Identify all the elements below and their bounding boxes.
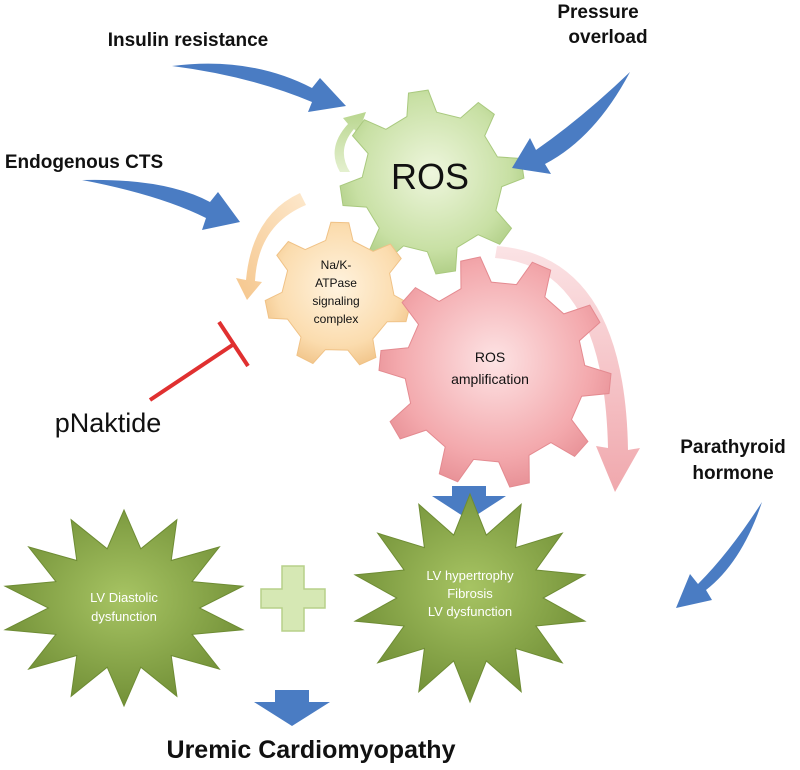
ros-amplification-gear: ROS amplification	[378, 256, 612, 488]
amp-gear-line-2: amplification	[451, 371, 529, 387]
pth-arrow	[676, 502, 762, 608]
nak-gear-line-1: Na/K-	[321, 258, 352, 272]
ros-gear: ROS	[339, 89, 525, 275]
pnaktide-inhibition	[148, 320, 250, 402]
nak-rotation-arrow	[236, 193, 306, 300]
hypertrophy-line-1: LV hypertrophy	[426, 568, 514, 583]
insulin-resistance-label: Insulin resistance	[108, 30, 269, 51]
diastolic-line-1: LV Diastolic	[90, 590, 158, 605]
diastolic-line-2: dysfunction	[91, 609, 157, 624]
nak-gear-line-2: ATPase	[315, 276, 357, 290]
ros-gear-label: ROS	[391, 156, 469, 197]
plus-icon	[260, 565, 326, 632]
endogenous-cts-label: Endogenous CTS	[5, 152, 163, 173]
pth-label-line-2: hormone	[692, 463, 773, 484]
amp-rotation-arrow	[495, 246, 640, 492]
lv-diastolic-star: LV Diastolic dysfunction	[3, 508, 245, 708]
insulin-arrow	[172, 63, 346, 112]
lv-hypertrophy-star: LV hypertrophy Fibrosis LV dysfunction	[353, 492, 587, 704]
amp-gear-line-1: ROS	[475, 349, 505, 365]
pressure-arrow	[512, 72, 630, 174]
pth-label-line-1: Parathyroid	[680, 437, 786, 458]
uremic-cardiomyopathy-title: Uremic Cardiomyopathy	[167, 736, 456, 764]
pressure-label-line-1: Pressure	[557, 2, 638, 23]
hypertrophy-line-2: Fibrosis	[447, 586, 493, 601]
pressure-label-line-2: overload	[568, 27, 647, 48]
pnaktide-label: pNaktide	[55, 408, 162, 438]
down-arrow-lower	[254, 690, 330, 726]
cts-arrow	[82, 179, 240, 230]
nak-gear-line-4: complex	[314, 312, 359, 326]
nak-gear-line-3: signaling	[312, 294, 359, 308]
nak-atpase-gear: Na/K- ATPase signaling complex	[264, 221, 411, 366]
ros-rotation-arrow	[334, 112, 366, 172]
hypertrophy-line-3: LV dysfunction	[428, 604, 512, 619]
